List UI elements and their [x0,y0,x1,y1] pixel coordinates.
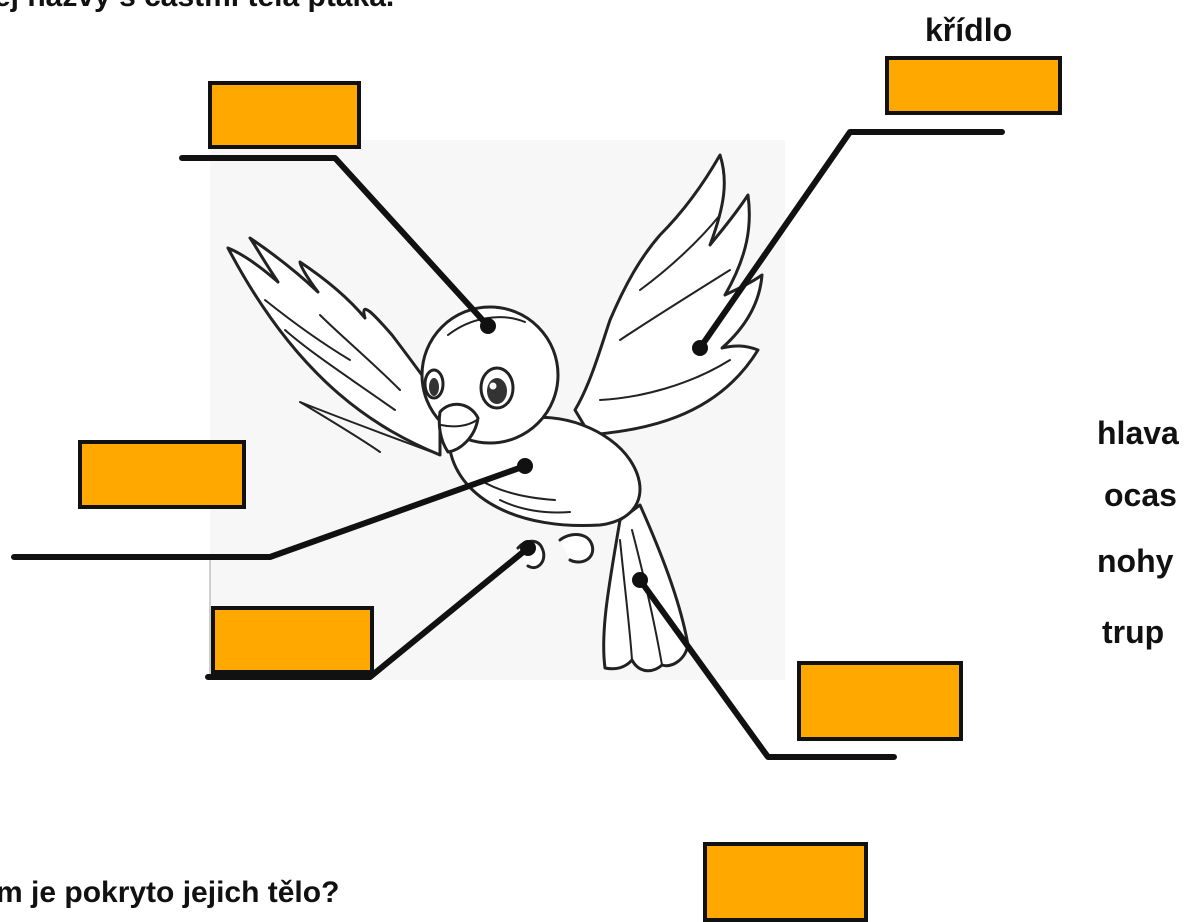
answer-box-legs[interactable] [211,606,374,674]
answer-box-wing[interactable] [885,56,1062,115]
word-ocas[interactable]: ocas [1104,477,1177,513]
word-kridlo[interactable]: křídlo [925,12,1013,48]
word-trup[interactable]: trup [1102,614,1165,650]
bird-illustration [226,153,764,673]
word-hlava[interactable]: hlava [1097,415,1179,451]
answer-box-head[interactable] [208,81,361,149]
answer-box-covering[interactable] [703,842,868,922]
question-text: m je pokryto jejich tělo? [0,876,340,909]
word-nohy[interactable]: nohy [1097,543,1174,579]
task-heading: ěj názvy s částmi těla ptáka. [0,0,394,14]
answer-box-body[interactable] [78,440,246,509]
leader-endpoints [480,318,708,588]
leader-lines [11,129,1005,760]
answer-box-tail[interactable] [797,661,963,741]
